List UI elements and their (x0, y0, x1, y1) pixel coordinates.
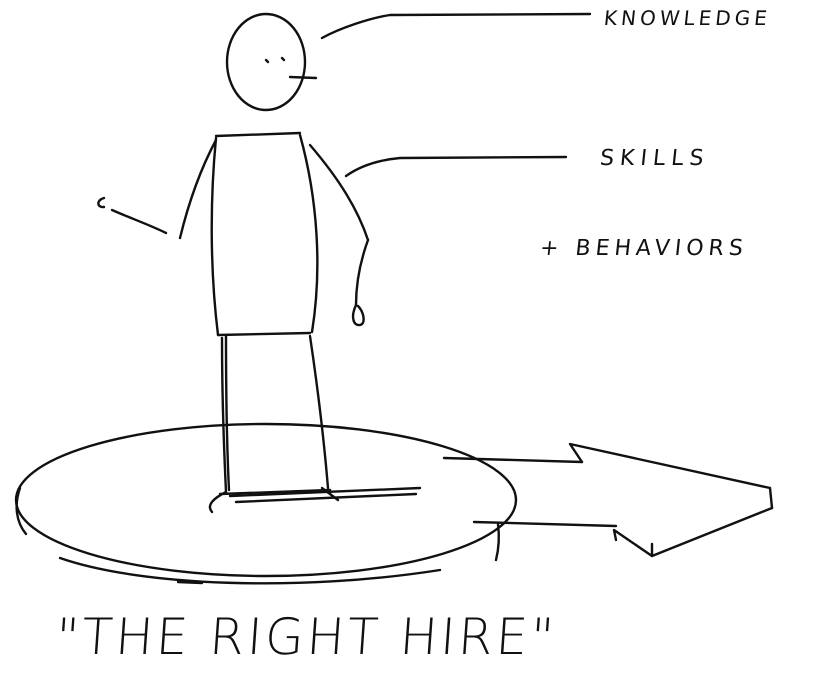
label-skills: SKILLS (599, 146, 711, 171)
leader-line-skills (346, 157, 566, 176)
figure-arm-right (310, 145, 368, 240)
stick-figure (98, 14, 368, 512)
label-behaviors: + BEHAVIORS (539, 236, 749, 261)
figure-arm-right-lower (356, 240, 368, 305)
figure-shoulders (216, 133, 300, 136)
disc-shadow (178, 582, 202, 583)
figure-torso-right (300, 135, 317, 332)
figure-mouth (290, 77, 316, 78)
arrow-shaft-top (444, 458, 582, 462)
figure-hand-left (98, 198, 104, 207)
figure-eye-right (282, 58, 284, 60)
figure-waist (218, 333, 310, 335)
figure-leg-left-inner (226, 336, 229, 490)
arrow-head-upper (570, 444, 770, 488)
platform-disc (16, 424, 516, 583)
figure-arm-left-detached (112, 210, 166, 233)
leader-line-knowledge (322, 14, 590, 38)
figure-hand-right (353, 305, 364, 325)
arrow-head-tip (770, 488, 772, 508)
figure-torso-left (212, 138, 218, 335)
figure-leg-right (310, 336, 328, 488)
forward-arrow (444, 444, 772, 556)
caption-the-right-hire: "THE RIGHT HIRE" (54, 608, 559, 666)
arrow-shaft-bottom (474, 522, 616, 526)
arrow-head-lower (614, 508, 772, 556)
figure-eye-left (266, 60, 268, 62)
figure-head (227, 14, 305, 110)
label-knowledge: KNOWLEDGE (603, 6, 772, 30)
